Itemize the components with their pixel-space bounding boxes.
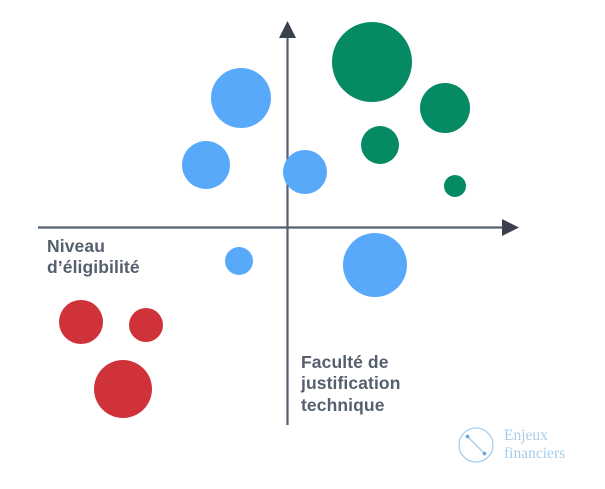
bubble-red — [94, 360, 152, 418]
bubble-red — [129, 308, 163, 342]
bubble-blue — [211, 68, 271, 128]
bubble-green — [444, 175, 466, 197]
bubble-blue — [225, 247, 253, 275]
bubble-green — [361, 126, 399, 164]
bubble-green — [332, 22, 412, 102]
bubble-red — [59, 300, 103, 344]
bubble-blue — [182, 141, 230, 189]
bubble-blue — [283, 150, 327, 194]
x-axis-label: Faculté de justification technique — [301, 352, 401, 415]
logo-wordmark: Enjeux financiers — [504, 426, 566, 462]
enjeux-financiers-logo: Enjeux financiers — [455, 424, 565, 466]
circle-diagonal-icon — [458, 427, 494, 463]
x-axis-arrowhead — [502, 219, 519, 236]
y-axis-arrowhead — [279, 21, 296, 38]
bubble-green — [420, 83, 470, 133]
bubble-blue — [343, 233, 407, 297]
y-axis-label: Niveau d’éligibilité — [47, 236, 140, 278]
